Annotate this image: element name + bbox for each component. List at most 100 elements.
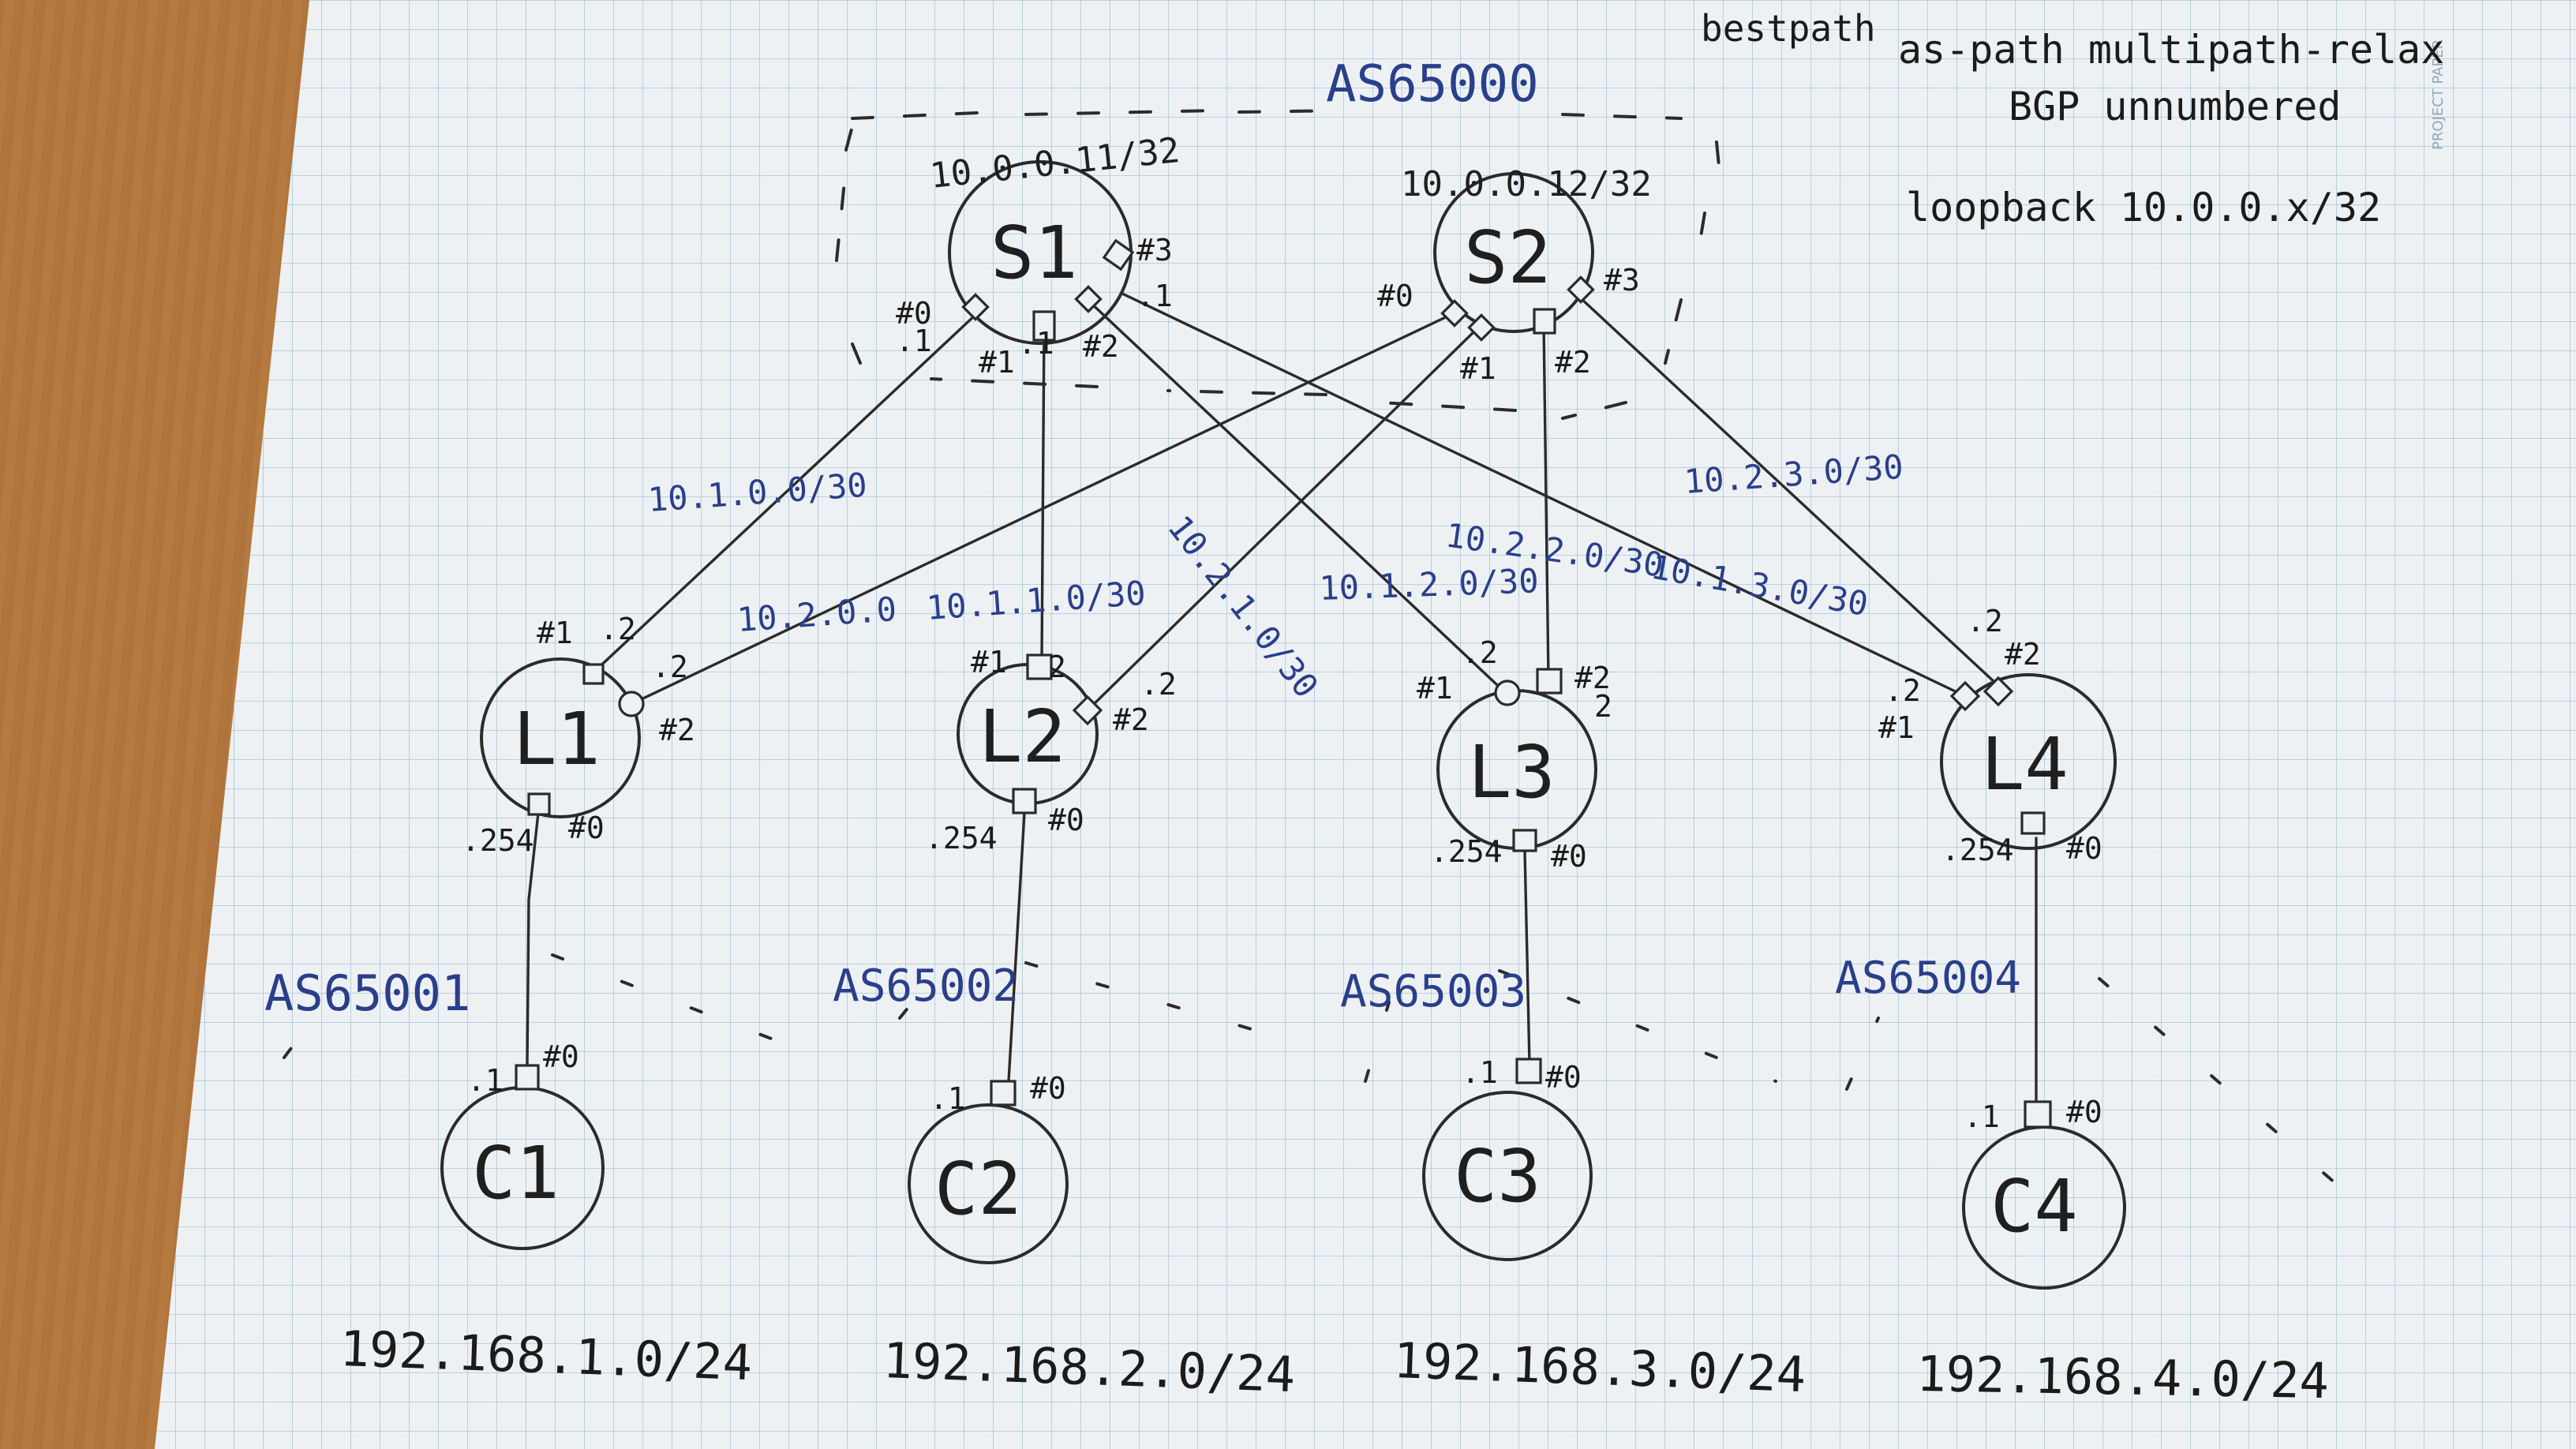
as-label-l3: AS65003 bbox=[1340, 966, 1526, 1017]
port-box-l3-0 bbox=[1512, 829, 1537, 852]
port-box-s2-2 bbox=[1533, 308, 1556, 335]
port-box-c2-0 bbox=[990, 1080, 1017, 1106]
port-box-l2-0 bbox=[1012, 788, 1037, 814]
port-box-s1-1 bbox=[1032, 310, 1056, 342]
note-bestpath: bestpath bbox=[1701, 7, 1876, 50]
port-c1-0: #0 bbox=[543, 1039, 579, 1074]
node-c3 bbox=[1422, 1091, 1593, 1261]
port-l2-0-ip: .254 bbox=[925, 821, 998, 856]
link-s1-l1 bbox=[592, 313, 978, 674]
as-label-l4: AS65004 bbox=[1835, 953, 2021, 1004]
link-l3-c3 bbox=[1523, 849, 1531, 1065]
link-l2-c2 bbox=[1007, 811, 1026, 1083]
node-l1 bbox=[480, 657, 641, 818]
paper-grid bbox=[155, 0, 2576, 1449]
port-s2-2: #2 bbox=[1555, 345, 1591, 380]
subnet-c3: 192.168.3.0/24 bbox=[1392, 1331, 1807, 1403]
port-box-l1-1 bbox=[582, 663, 605, 685]
port-l2-2: #2 bbox=[1113, 702, 1149, 737]
port-s1-1: #1 bbox=[979, 345, 1015, 380]
port-box-l1-2 bbox=[618, 691, 645, 717]
node-label-s2: S2 bbox=[1464, 215, 1552, 300]
port-l1-0-ip: .254 bbox=[462, 823, 534, 858]
node-label-c4: C4 bbox=[1990, 1164, 2078, 1249]
port-l2-2-left: 2 bbox=[1048, 650, 1066, 684]
port-l1-1-ip: .2 bbox=[600, 612, 636, 646]
port-l4-2: #2 bbox=[2005, 637, 2041, 672]
port-c4-0-ip: .1 bbox=[1964, 1099, 2000, 1134]
subnet-c2: 192.168.2.0/24 bbox=[882, 1331, 1296, 1403]
port-box-s2-0 bbox=[1440, 299, 1469, 328]
node-label-s1: S1 bbox=[990, 211, 1078, 295]
node-label-l2: L2 bbox=[979, 695, 1066, 779]
note-unnumbered: BGP unnumbered bbox=[2009, 84, 2341, 129]
link-s1-l3 bbox=[1086, 298, 1511, 698]
port-l4-1: #1 bbox=[1878, 710, 1915, 745]
link-l1-c1 bbox=[526, 811, 540, 1067]
port-l3-2: #2 bbox=[1574, 661, 1611, 695]
as-label-l1: AS65001 bbox=[264, 964, 470, 1022]
port-box-s2-3 bbox=[1567, 275, 1595, 304]
node-s2 bbox=[1433, 172, 1594, 333]
port-s1-2-ip: .1 bbox=[1136, 279, 1173, 313]
port-l2-0: #0 bbox=[1048, 803, 1084, 837]
paper-brand-text: PROJECT PAPER bbox=[2430, 39, 2447, 150]
port-s1-2: #2 bbox=[1083, 329, 1119, 364]
as-boundary-l4 bbox=[1845, 977, 2338, 1185]
as-boundary-l3 bbox=[1364, 969, 1777, 1083]
port-box-s1-2 bbox=[1074, 285, 1103, 313]
node-label-c2: C2 bbox=[934, 1147, 1022, 1231]
port-s2-3: #3 bbox=[1604, 263, 1640, 298]
port-box-l3-1 bbox=[1494, 680, 1521, 706]
port-c3-0-ip: .1 bbox=[1462, 1055, 1498, 1090]
port-box-l1-0 bbox=[527, 792, 551, 816]
port-l2-2-ip: .2 bbox=[1140, 667, 1177, 702]
link-s2-l3 bbox=[1542, 322, 1550, 680]
as-label-spine: AS65000 bbox=[1326, 55, 1539, 114]
port-box-l2-1 bbox=[1026, 653, 1053, 680]
port-s2-1: #1 bbox=[1460, 351, 1496, 386]
port-l3-2-ip: 2 bbox=[1594, 689, 1612, 724]
port-l2-1: #1 bbox=[971, 645, 1007, 680]
port-l4-0: #0 bbox=[2066, 831, 2102, 866]
node-label-c3: C3 bbox=[1454, 1134, 1541, 1219]
port-s1-3: #3 bbox=[1136, 233, 1173, 268]
port-box-l4-0 bbox=[2020, 811, 2046, 835]
port-s1-0: #0 bbox=[896, 296, 932, 331]
port-box-s1-3 bbox=[1102, 238, 1135, 271]
node-c2 bbox=[908, 1103, 1069, 1264]
port-box-c3-0 bbox=[1515, 1058, 1542, 1084]
port-l1-1: #1 bbox=[537, 616, 573, 650]
link-s2-l4 bbox=[1579, 297, 2008, 695]
spine-as-boundary bbox=[835, 109, 1722, 420]
node-label-l1: L1 bbox=[513, 697, 601, 781]
port-s1-1-ip: .1 bbox=[1018, 326, 1054, 361]
port-l4-0-ip: .254 bbox=[1941, 833, 2014, 867]
as-boundary-l2 bbox=[898, 961, 1296, 1043]
link-s2-l2 bbox=[1086, 328, 1477, 712]
subnet-c4: 192.168.4.0/24 bbox=[1916, 1345, 2330, 1410]
node-label-l3: L3 bbox=[1468, 730, 1556, 814]
port-box-s2-1 bbox=[1467, 313, 1496, 342]
port-boxes bbox=[515, 238, 2052, 1129]
port-l1-2: #2 bbox=[659, 713, 695, 747]
node-l4 bbox=[1940, 673, 2117, 850]
node-label-c1: C1 bbox=[472, 1131, 560, 1215]
port-box-l4-2 bbox=[1983, 676, 2014, 707]
port-l3-1: #1 bbox=[1417, 671, 1453, 706]
note-multipath: as-path multipath-relax bbox=[1898, 27, 2444, 73]
node-label-l4: L4 bbox=[1981, 722, 2069, 807]
port-box-l3-2 bbox=[1536, 668, 1563, 695]
leaf-as-boundaries bbox=[283, 953, 2338, 1185]
port-c2-0-ip: .1 bbox=[930, 1081, 966, 1116]
port-box-l2-2 bbox=[1072, 695, 1103, 726]
port-box-c4-0 bbox=[2024, 1100, 2052, 1129]
port-l1-2-ip: .2 bbox=[652, 650, 688, 684]
link-subnet-s1-l3: 10.1.2.0/30 bbox=[1319, 561, 1540, 608]
port-l3-1-ip: .2 bbox=[1462, 635, 1498, 670]
port-l3-0: #0 bbox=[1551, 839, 1587, 874]
port-c4-0: #0 bbox=[2066, 1095, 2102, 1129]
as-label-l2: AS65002 bbox=[833, 960, 1019, 1012]
